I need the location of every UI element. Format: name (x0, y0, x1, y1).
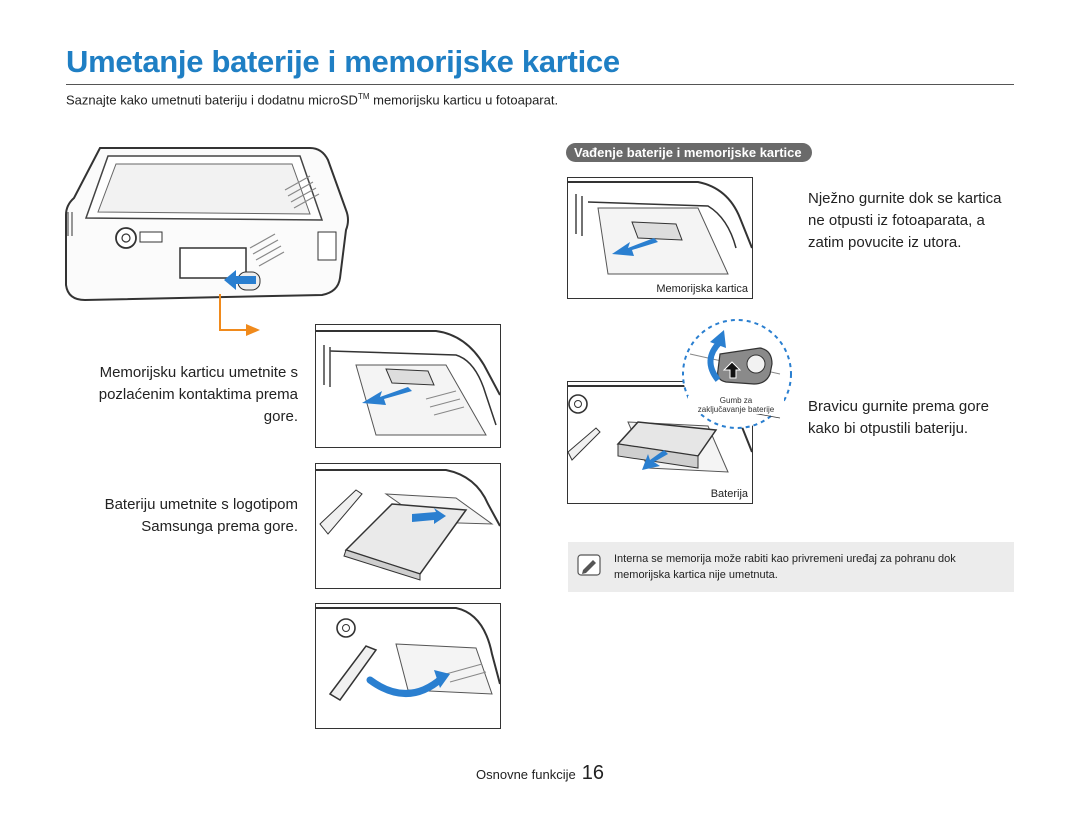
note-box: Interna se memorija može rabiti kao priv… (568, 542, 1014, 592)
memory-card-instruction: Memorijsku karticu umetnite s pozlaćenim… (98, 364, 298, 425)
remove-battery-illustration: Baterija (567, 381, 753, 504)
page-title: Umetanje baterije i memorijske kartice (66, 44, 620, 79)
title-divider (66, 84, 1014, 85)
battery-lock-zoom (682, 319, 792, 429)
close-cover-illustration (315, 603, 501, 729)
battery-caption: Baterija (710, 488, 748, 500)
insert-battery-illustration (315, 463, 501, 589)
remove-card-illustration: Memorijska kartica (567, 177, 753, 299)
page-number: 16 (581, 762, 604, 784)
lock-button-label: Gumb za zaključavanje baterije (688, 396, 784, 414)
memory-card-caption: Memorijska kartica (656, 283, 748, 295)
note-text: Interna se memorija može rabiti kao priv… (614, 553, 956, 581)
battery-instruction: Bateriju umetnite s logotipom Samsunga p… (104, 496, 298, 535)
subtitle-trademark: TM (357, 92, 370, 101)
remove-battery-instruction: Bravicu gurnite prema gore kako bi otpus… (808, 398, 989, 437)
page-footer: Osnovne funkcije 16 (476, 762, 604, 785)
remove-card-instruction: Nježno gurnite dok se kartica ne otpusti… (808, 190, 1002, 251)
subtitle-text-start: Saznajte kako umetnuti bateriju i dodatn… (66, 92, 358, 108)
insert-card-illustration (315, 324, 501, 448)
page-subtitle: Saznajte kako umetnuti bateriju i dodatn… (66, 92, 558, 107)
lock-label-line1: Gumb za (719, 396, 753, 405)
section-heading: Vađenje baterije i memorijske kartice (566, 143, 812, 162)
camera-back-illustration (65, 147, 349, 302)
note-pencil-icon (577, 554, 601, 576)
footer-section-label: Osnovne funkcije (476, 767, 576, 782)
step-arrow-icon (219, 294, 260, 336)
lock-label-line2: zaključavanje baterije (697, 405, 775, 414)
subtitle-text-end: memorijsku karticu u fotoaparat. (369, 92, 559, 108)
